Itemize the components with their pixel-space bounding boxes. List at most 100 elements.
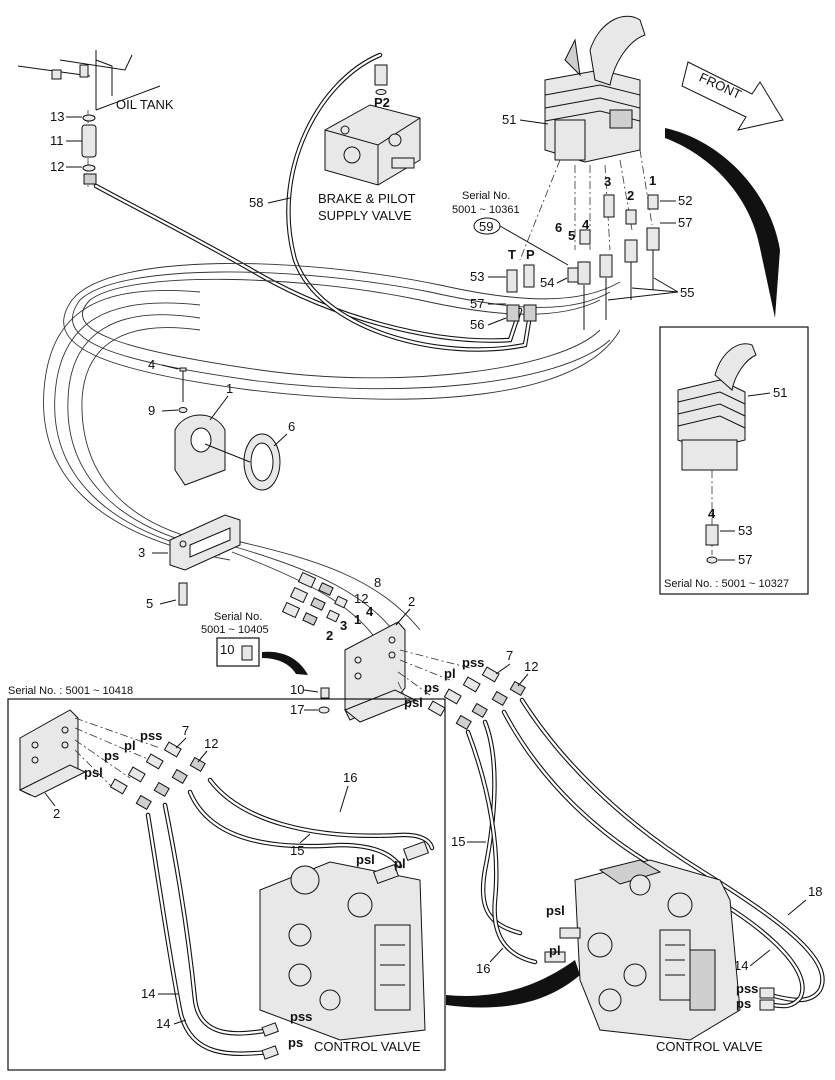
inset-frame-10327 xyxy=(659,326,809,595)
left-ps: ps xyxy=(288,1035,303,1050)
callout-18: 18 xyxy=(808,884,822,899)
callout-11: 11 xyxy=(50,133,64,148)
joystick-inset-icon xyxy=(677,343,757,564)
center-port-1: 1 xyxy=(354,612,361,627)
callout-1: 1 xyxy=(226,381,233,396)
port-5: 5 xyxy=(568,228,575,243)
callout-58-top: 57 xyxy=(678,215,692,230)
control-valve-right-label: CONTROL VALVE xyxy=(656,1039,763,1054)
port-t: T xyxy=(508,247,516,262)
control-valve-left-label: CONTROL VALVE xyxy=(314,1039,421,1054)
center-port-3: 3 xyxy=(340,618,347,633)
callout-12-inset: 12 xyxy=(204,736,218,751)
callout-58-inset: 57 xyxy=(738,552,752,567)
right-pss: pss xyxy=(736,981,758,996)
brake-pilot-label-2: SUPPLY VALVE xyxy=(318,208,412,223)
callout-8: 8 xyxy=(374,575,381,590)
front-arrow-icon: FRONT xyxy=(681,61,784,131)
callout-53-top: 53 xyxy=(470,269,484,284)
port-1: 1 xyxy=(649,173,656,188)
left-pl: pl xyxy=(394,856,406,871)
joystick-icon xyxy=(544,15,646,163)
bracket-2-icon xyxy=(318,621,417,723)
callout-7-center: 7 xyxy=(506,648,513,663)
left-psl: psl xyxy=(356,852,375,867)
hose-56 xyxy=(93,52,533,352)
callout-56: 58 xyxy=(249,195,263,210)
callout-15-inset: 15 xyxy=(290,843,304,858)
inset-psl: psl xyxy=(84,765,103,780)
tank-fittings xyxy=(81,110,97,190)
callout-15-right: 15 xyxy=(451,834,465,849)
control-valve-left-icon xyxy=(259,840,430,1060)
port-3: 3 xyxy=(604,174,611,189)
callout-arrow-10-icon xyxy=(262,651,308,675)
callout-6: 6 xyxy=(288,419,295,434)
bracket-2-inset-icon xyxy=(18,709,87,798)
right-pl: pl xyxy=(549,943,561,958)
callout-16-right: 16 xyxy=(476,961,490,976)
callout-2-center: 2 xyxy=(408,594,415,609)
callout-55: 55 xyxy=(680,285,694,300)
callout-17: 17 xyxy=(290,702,304,717)
callout-12: 12 xyxy=(50,159,64,174)
center-psl: psl xyxy=(404,695,423,710)
brake-pilot-supply-valve-icon xyxy=(324,64,421,186)
center-port-2: 2 xyxy=(326,628,333,643)
callout-arrow-icon xyxy=(665,128,780,318)
port-p: P xyxy=(526,247,535,262)
callout-59: 59 xyxy=(479,219,493,234)
callout-58-mid: 57 xyxy=(470,296,484,311)
callout-2-inset: 2 xyxy=(53,806,60,821)
callout-52: 52 xyxy=(678,193,692,208)
serial-title-59: Serial No. xyxy=(462,190,510,202)
port-p2: P2 xyxy=(374,95,390,110)
right-psl: psl xyxy=(546,903,565,918)
callout-54: 54 xyxy=(540,275,554,290)
control-valve-icon xyxy=(544,859,775,1041)
inset-pl: pl xyxy=(124,738,136,753)
callout-10-box: 10 xyxy=(220,642,234,657)
port-4: 4 xyxy=(582,217,590,232)
pilot-lines-ghost xyxy=(43,263,621,646)
hoses-left xyxy=(145,777,435,1056)
clamp-block-icon xyxy=(169,514,241,606)
port-2: 2 xyxy=(627,188,634,203)
callout-9: 9 xyxy=(148,403,155,418)
serial-10327: Serial No. : 5001 ~ 10327 xyxy=(664,578,789,590)
callout-14-inset-b: 14 xyxy=(156,1016,170,1031)
callout-4: 4 xyxy=(148,357,155,372)
inset-port-4: 4 xyxy=(708,506,716,521)
oil-tank-label: OIL TANK xyxy=(116,97,174,112)
callout-5: 5 xyxy=(146,596,153,611)
brake-pilot-label-1: BRAKE & PILOT xyxy=(318,191,416,206)
inset-frame-10418 xyxy=(7,698,446,1071)
inset-hose-fittings xyxy=(109,741,206,811)
center-port-4: 4 xyxy=(366,604,374,619)
left-pss: pss xyxy=(290,1009,312,1024)
right-ps: ps xyxy=(736,996,751,1011)
center-fittings xyxy=(281,571,348,626)
serial-10418: Serial No. : 5001 ~ 10418 xyxy=(8,685,133,697)
callout-53-inset: 53 xyxy=(738,523,752,538)
inset-pss: pss xyxy=(140,728,162,743)
callout-12-center-b: 12 xyxy=(524,659,538,674)
callout-13: 13 xyxy=(50,109,64,124)
callout-14-inset-a: 14 xyxy=(141,986,155,1001)
serial-10405-box xyxy=(216,637,260,667)
bracket-icon xyxy=(174,367,281,491)
oil-tank-icon xyxy=(17,50,161,111)
callout-14-right: 14 xyxy=(734,958,748,973)
callout-10: 10 xyxy=(290,682,304,697)
callout-7-inset: 7 xyxy=(182,723,189,738)
inset-ps: ps xyxy=(104,748,119,763)
callout-57: 56 xyxy=(470,317,484,332)
callout-51-inset: 51 xyxy=(773,385,787,400)
center-ps: ps xyxy=(424,680,439,695)
callout-arrow-left-icon xyxy=(446,960,580,1008)
callout-12-center: 12 xyxy=(354,591,368,606)
callout-3: 3 xyxy=(138,545,145,560)
center-hose-fittings xyxy=(427,666,526,731)
